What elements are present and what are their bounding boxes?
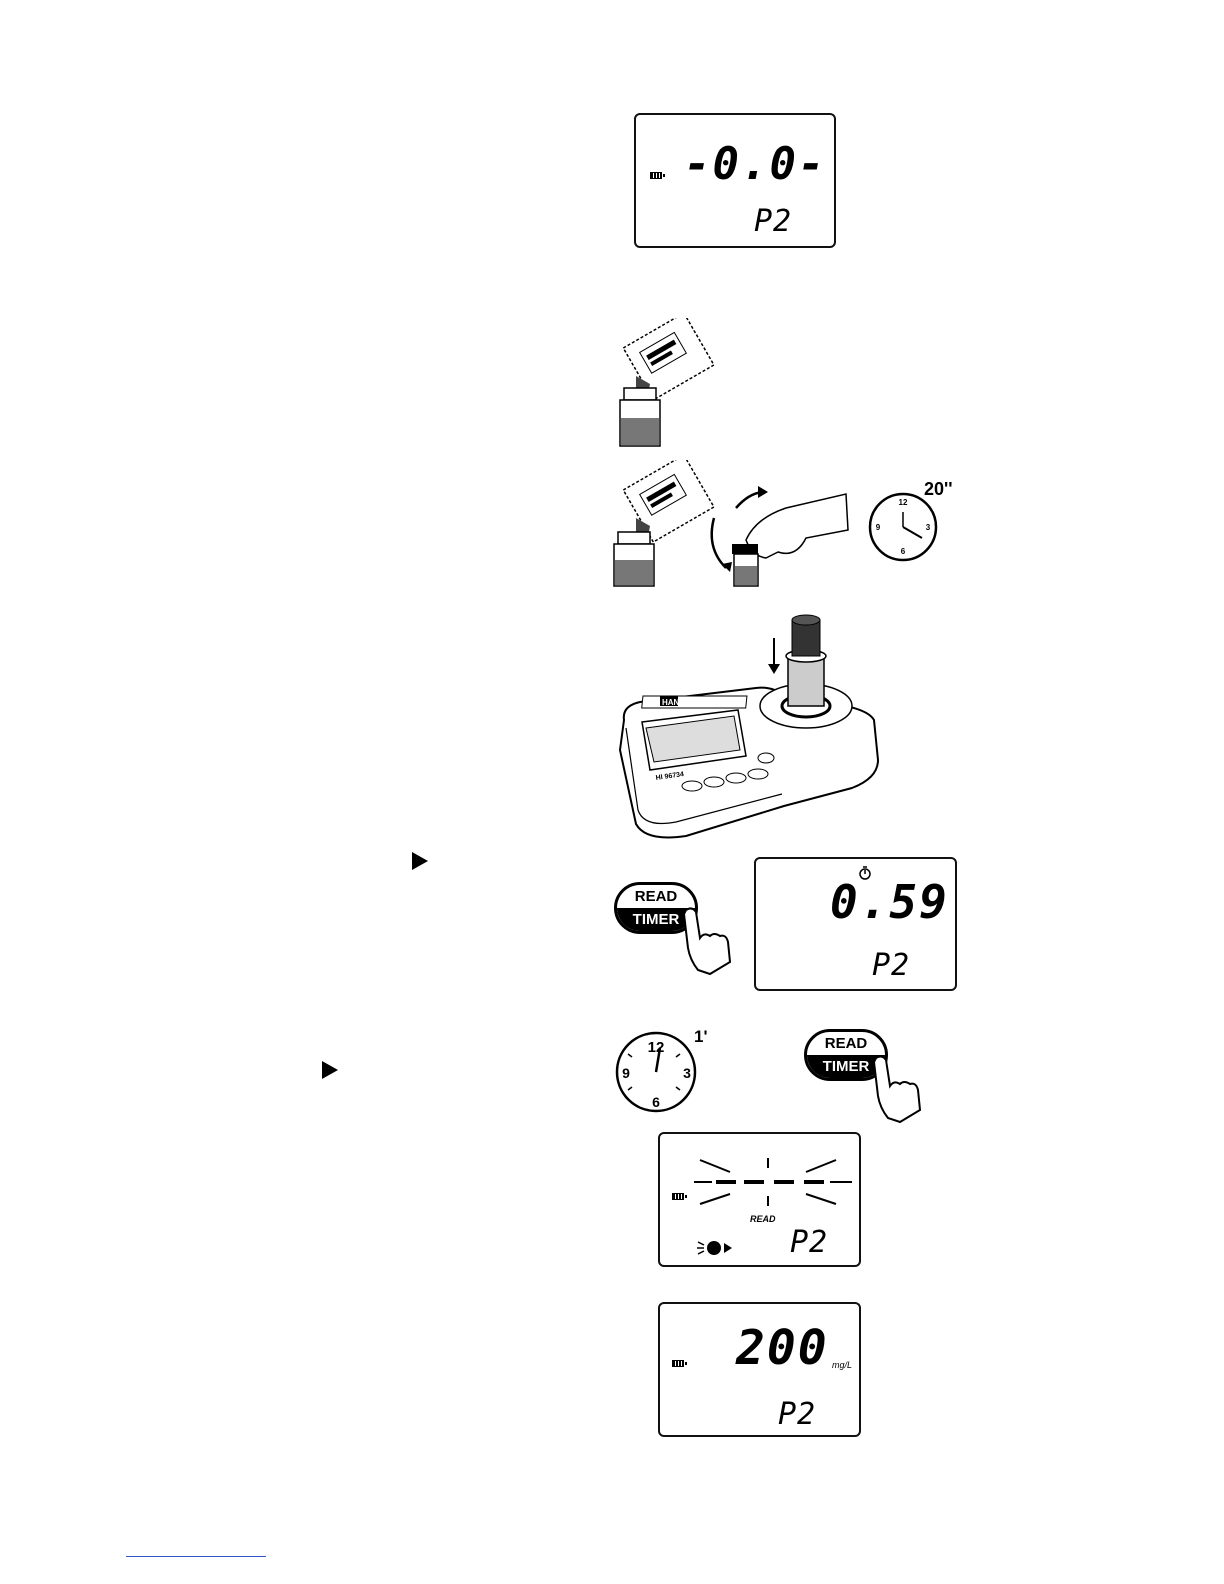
hand-shaking-vial-illustration <box>696 478 856 590</box>
svg-text:HANNA: HANNA <box>662 698 691 707</box>
reagent-packet-pouring-illustration <box>606 318 716 448</box>
pointing-hand-icon <box>864 1052 924 1124</box>
lcd-reading: -0.0- <box>684 143 826 187</box>
read-mode-label: READ <box>750 1214 776 1224</box>
timer-label: 20'' <box>924 479 953 500</box>
svg-text:9: 9 <box>622 1065 630 1081</box>
play-arrow-icon <box>412 852 428 870</box>
svg-text:12: 12 <box>899 498 908 507</box>
battery-icon <box>672 1360 684 1367</box>
svg-text:9: 9 <box>876 523 881 532</box>
svg-text:12: 12 <box>648 1039 665 1056</box>
blinking-dashes-indicator <box>680 1154 860 1214</box>
svg-text:3: 3 <box>926 523 931 532</box>
lcd-display-reading: READ P2 <box>658 1132 861 1267</box>
footer-link-underline <box>126 1556 266 1557</box>
battery-icon <box>650 172 662 179</box>
clock-wait-label: 1' <box>694 1027 708 1047</box>
lamp-icon <box>696 1238 740 1258</box>
lcd-value: 200 <box>736 1324 829 1372</box>
play-arrow-icon <box>322 1061 338 1079</box>
lcd-unit: mg/L <box>832 1360 852 1370</box>
lcd-display-countdown: 0.59 P2 <box>754 857 957 991</box>
lcd-program: P2 <box>778 1400 816 1430</box>
clock-icon: 12 3 6 9 <box>866 490 940 564</box>
lcd-display-result: 200 mg/L P2 <box>658 1302 861 1437</box>
clock-icon: 12 3 6 9 <box>614 1030 698 1114</box>
photometer-meter-illustration: HANNA HI 96734 <box>616 610 886 842</box>
lcd-reading: 0.59 <box>830 879 949 925</box>
svg-text:6: 6 <box>901 547 906 556</box>
lcd-program: P2 <box>790 1228 828 1258</box>
pointing-hand-icon <box>674 904 734 976</box>
svg-text:6: 6 <box>652 1094 660 1110</box>
lcd-program: P2 <box>754 207 792 237</box>
lcd-display-zero: -0.0- P2 <box>634 113 836 248</box>
svg-text:3: 3 <box>683 1065 691 1081</box>
lcd-program: P2 <box>872 951 910 981</box>
